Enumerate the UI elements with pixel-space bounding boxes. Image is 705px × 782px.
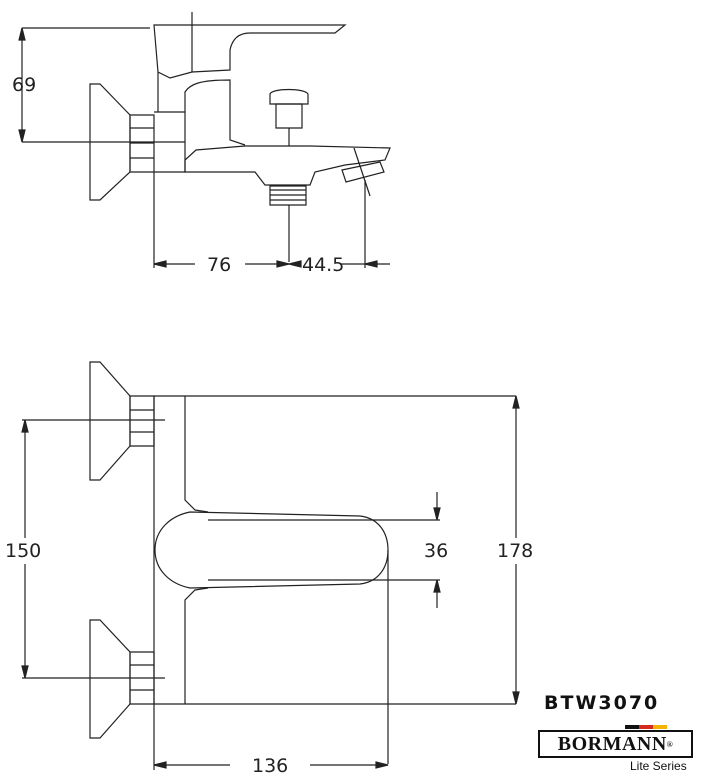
front-view (21, 361, 520, 770)
dim-label-69: 69 (12, 74, 36, 96)
trademark-symbol: ® (666, 739, 674, 749)
model-number: BTW3070 (544, 692, 660, 714)
side-spout (184, 145, 391, 186)
front-extension-lines (154, 395, 516, 705)
front-lever (154, 511, 389, 589)
flag-black (625, 725, 639, 729)
front-body-upper (184, 396, 209, 513)
dim-label-36: 36 (424, 540, 448, 562)
dim-label-150: 150 (5, 540, 41, 562)
dim-label-136: 136 (252, 755, 288, 777)
side-outlet-thread (269, 185, 307, 206)
front-upper-nut (129, 395, 155, 447)
brand-series: Lite Series (630, 759, 687, 773)
side-view (18, 12, 391, 268)
flag-red (639, 725, 653, 729)
front-lower-flange (89, 619, 131, 739)
dim-label-76: 76 (207, 254, 231, 276)
side-handle-base (153, 24, 193, 79)
front-upper-flange (89, 361, 131, 481)
side-diverter-knob (269, 88, 309, 105)
flag-gold (653, 725, 667, 729)
side-body (154, 111, 186, 173)
brand-name: BORMANN (557, 732, 667, 755)
front-body-lower (184, 587, 209, 704)
brand-logo: BORMANN® (538, 730, 693, 758)
dim-label-44-5: 44.5 (302, 254, 344, 276)
dim-label-178: 178 (497, 540, 533, 562)
side-aerator (341, 161, 385, 183)
side-neck (157, 72, 246, 146)
german-flag-stripe (625, 725, 667, 729)
side-lever (191, 24, 347, 73)
